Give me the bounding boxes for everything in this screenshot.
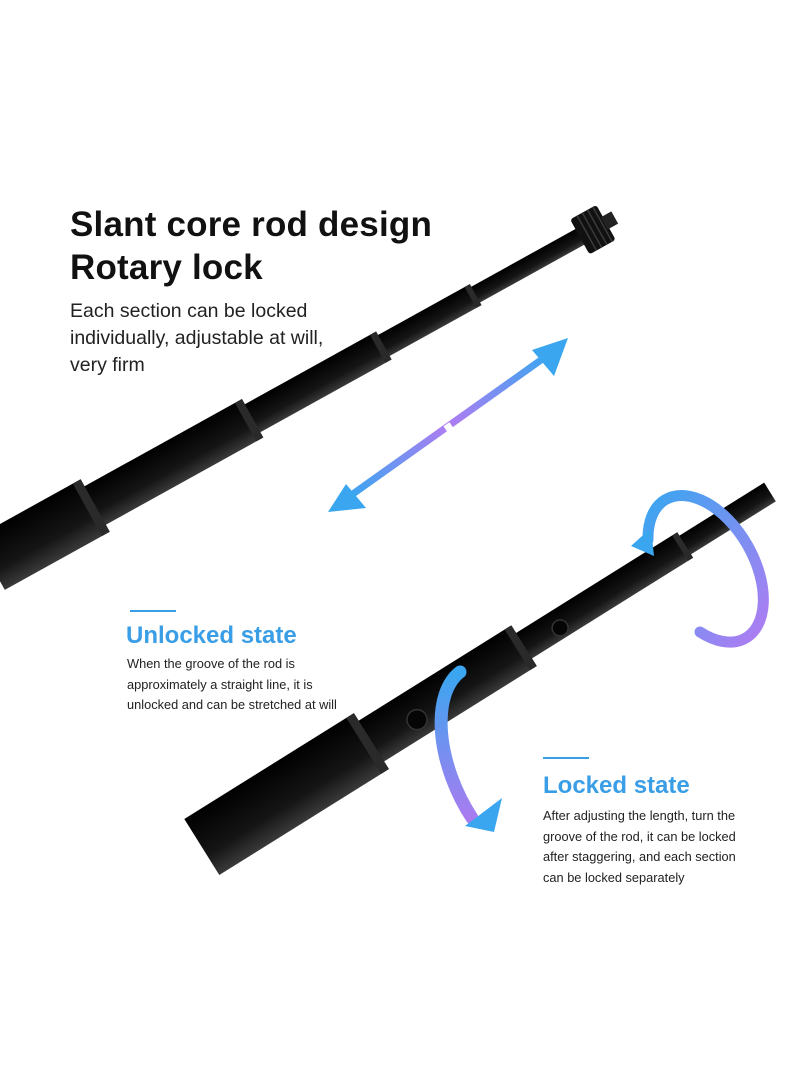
headline-line-2: Rotary lock [70, 248, 263, 287]
unlocked-state-description: When the groove of the rod is approximat… [127, 656, 337, 712]
locked-state-description: After adjusting the length, turn the gro… [543, 808, 736, 885]
unlocked-state-title: Unlocked state [126, 622, 297, 649]
headline: Slant core rod design Rotary lock [70, 203, 432, 289]
rotation-arrow-icon [631, 490, 769, 648]
locked-accent-line [543, 757, 589, 759]
upper-rod [0, 205, 619, 590]
rotation-arrow-icon [434, 665, 502, 832]
double-arrow-icon [328, 338, 568, 512]
locked-state-title: Locked state [543, 772, 690, 799]
intro-text: Each section can be locked individually,… [70, 300, 324, 376]
headline-line-1: Slant core rod design [70, 205, 433, 244]
unlocked-accent-line [130, 610, 176, 612]
